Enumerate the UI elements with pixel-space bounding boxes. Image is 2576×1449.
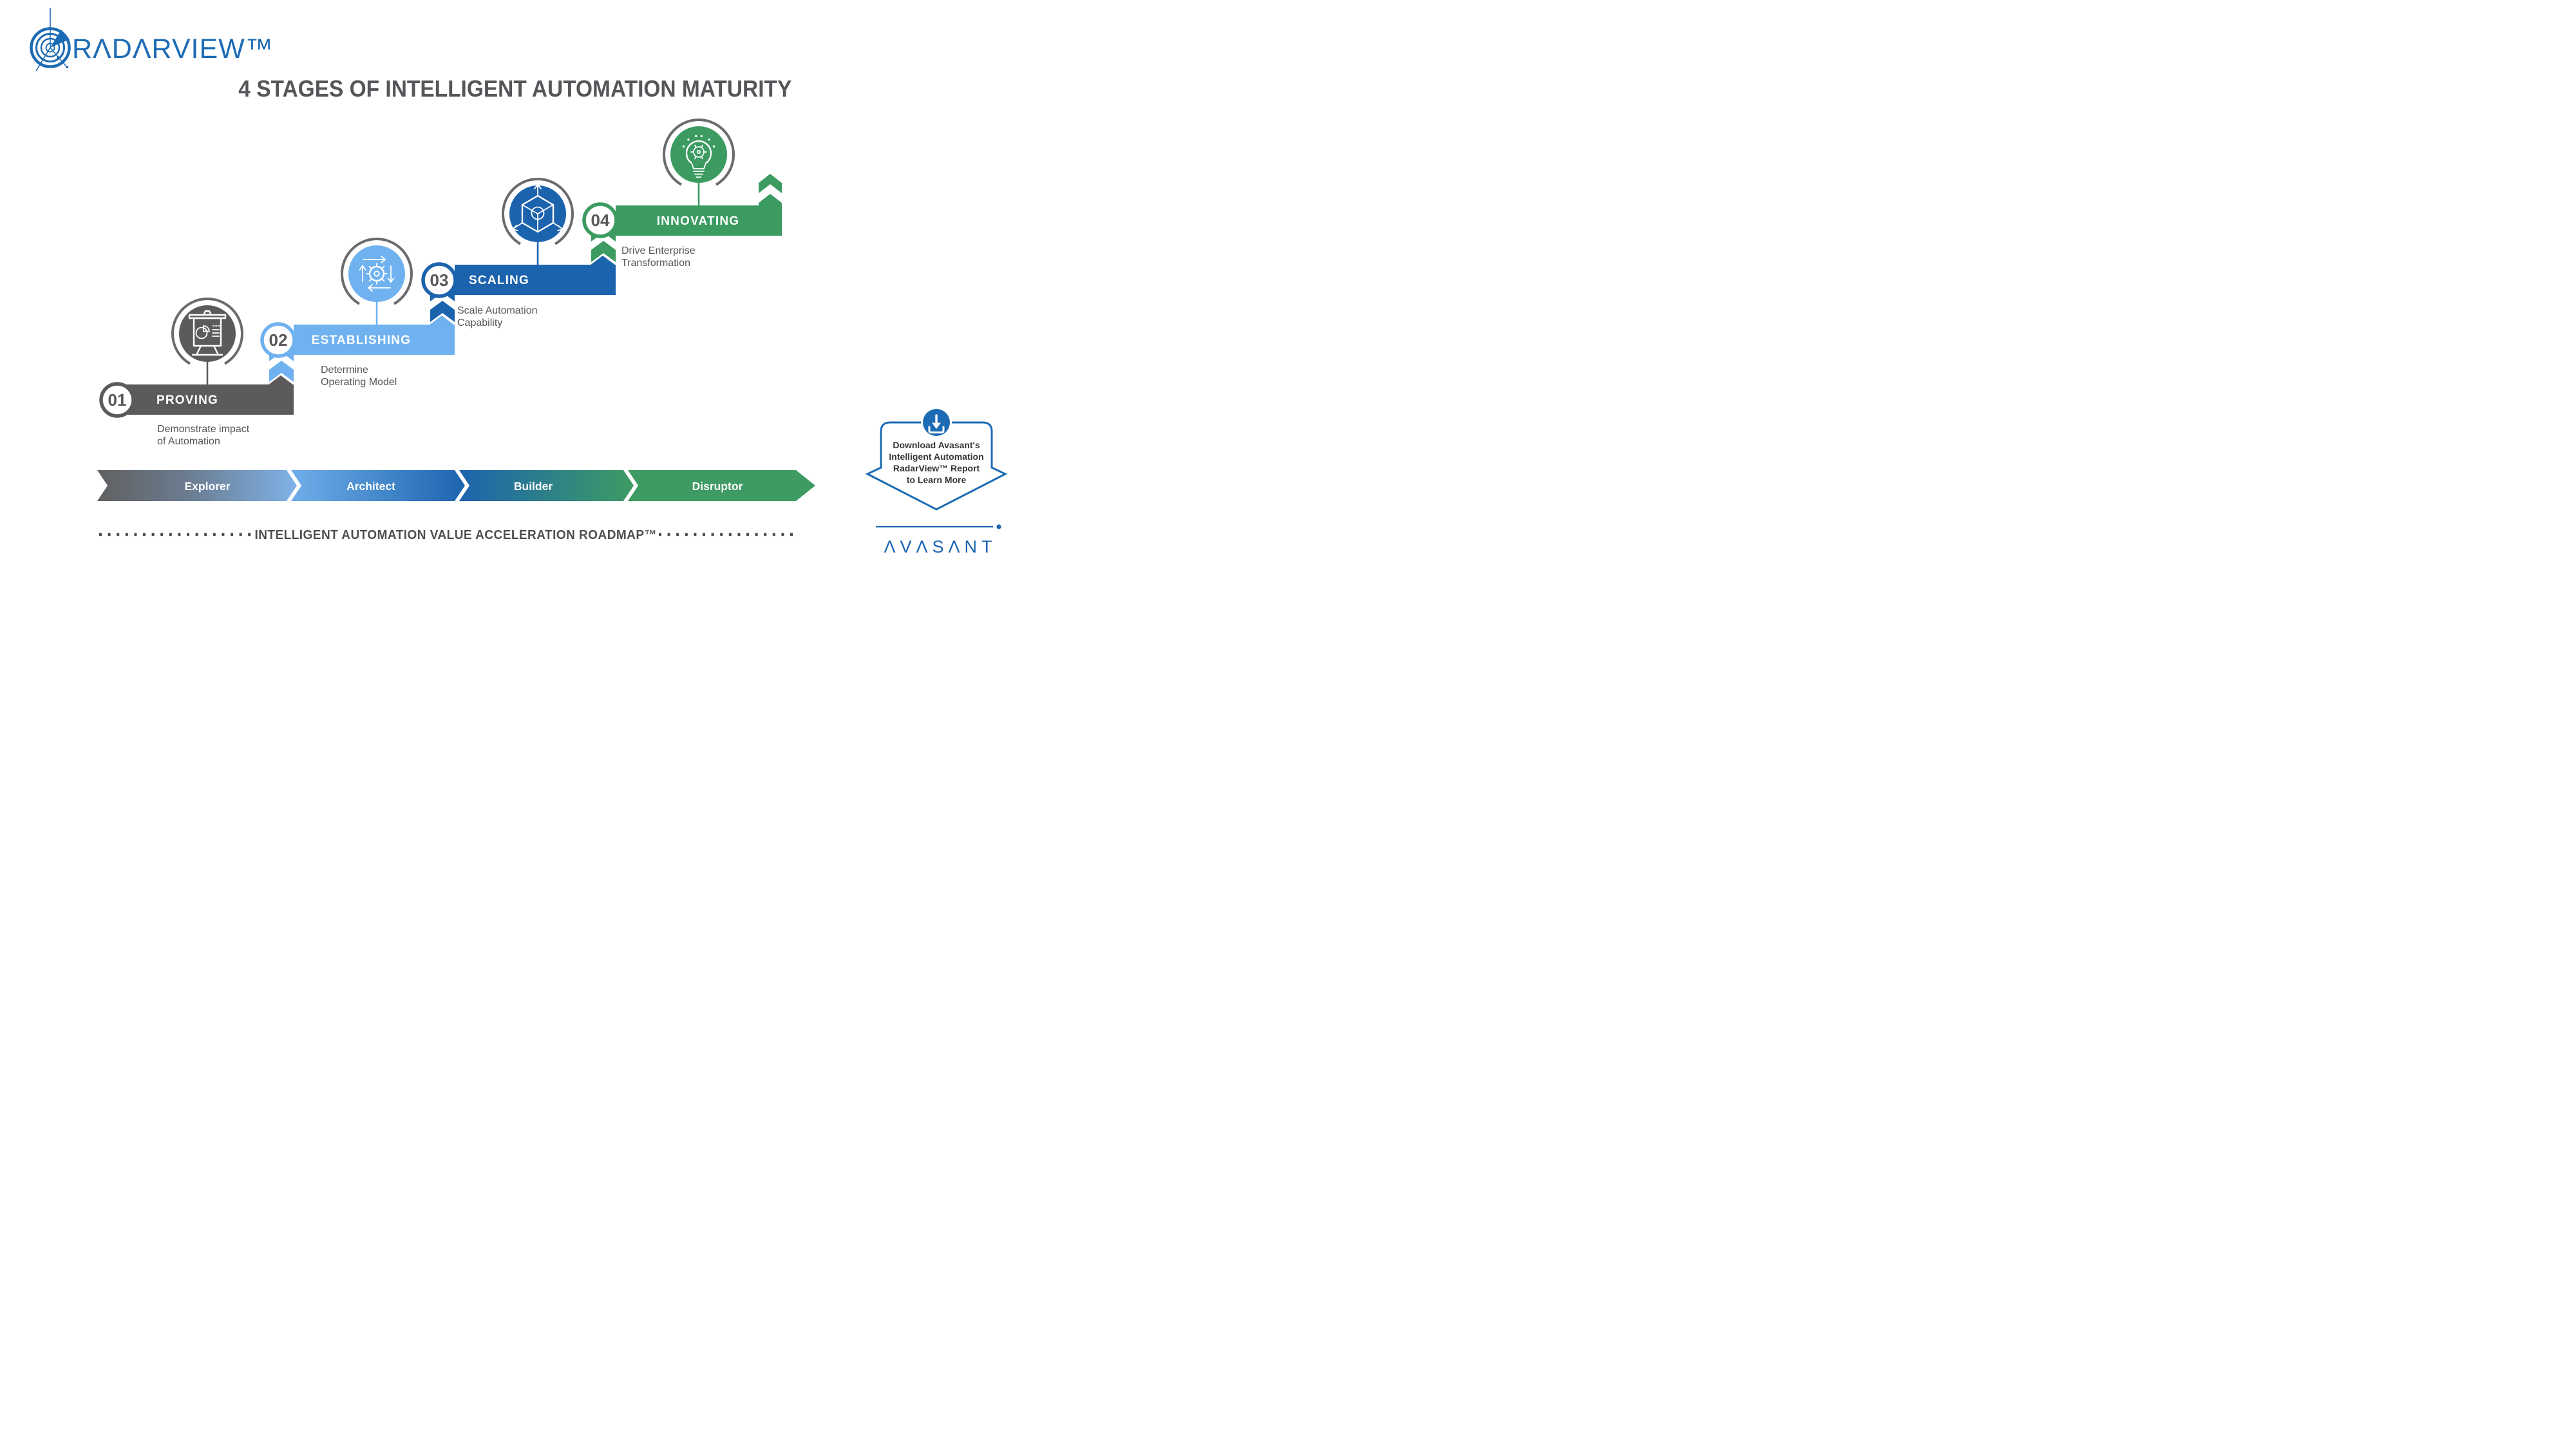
avasant-logo-text: ΛVΛSΛNT [884, 537, 996, 556]
download-icon [928, 414, 945, 433]
badge-outline [865, 421, 1008, 511]
stage-1-proving: 01 PROVING Demonstrate impact of Automat… [99, 298, 294, 447]
stage-3-scaling: 03 SCALING Scale Automation Capability [421, 178, 616, 328]
badge-text-line1: Download Avasant's [893, 440, 980, 450]
stage-banner [294, 325, 455, 355]
stage-number-badge [260, 322, 296, 358]
radar-icon [30, 8, 71, 71]
stage-label: SCALING [469, 274, 529, 287]
stage-banner [455, 265, 616, 295]
stage-banner [117, 384, 294, 415]
stage-2-establishing: 02 ESTABLISHING Determine Operating Mode… [260, 238, 455, 388]
radarview-logo: RΛDΛRVIEW™ [30, 8, 274, 71]
infographic-canvas: RΛDΛRVIEW™ 4 STAGES OF INTELLIGENT AUTOM… [0, 0, 1030, 580]
badge-text-line3: RadarView™ Report [893, 463, 980, 473]
roadmap-segment-label: Explorer [185, 480, 231, 493]
stage-banner-peak [429, 316, 455, 325]
stage-number-badge [99, 382, 135, 418]
presentation-chart-icon [188, 310, 227, 356]
roadmap-segment-disruptor [628, 470, 815, 501]
ascent-chevron-upper [759, 174, 782, 193]
stage-banner [616, 205, 782, 236]
radarview-logo-text: RΛDΛRVIEW™ [72, 33, 274, 64]
roadmap-segment-architect [291, 470, 465, 501]
stage-number-badge [582, 202, 618, 238]
stage-number: 01 [108, 390, 127, 410]
lightbulb-gear-icon [682, 135, 715, 178]
stage-4-innovating: 04 INNOVATING Drive Enterprise Transform… [582, 118, 782, 269]
stage-number: 02 [269, 330, 288, 350]
stage-description-line1: Determine [321, 365, 368, 375]
stage-label: PROVING [156, 393, 218, 407]
roadmap-arrow-band: Explorer Architect Builder Disruptor [97, 470, 815, 501]
maturity-infographic: RΛDΛRVIEW™ 4 STAGES OF INTELLIGENT AUTOM… [30, 8, 1008, 556]
stage-label: INNOVATING [657, 214, 739, 228]
stage-description-line1: Demonstrate impact [157, 424, 250, 435]
stage-description-line1: Scale Automation [457, 305, 538, 316]
icon-ring [663, 118, 735, 186]
stage-banner-peak [758, 197, 782, 206]
stage-number: 04 [591, 211, 610, 230]
stage-banner-peak [268, 375, 294, 385]
stage-number: 03 [430, 270, 449, 290]
stage-description-line2: of Automation [157, 436, 220, 447]
gear-cycle-icon [359, 256, 395, 292]
icon-ring [171, 298, 243, 365]
roadmap-segment-label: Architect [346, 480, 395, 493]
roadmap-segment-builder [459, 470, 634, 501]
roadmap-caption: INTELLIGENT AUTOMATION VALUE ACCELERATIO… [255, 528, 657, 543]
stage-description-line2: Capability [457, 317, 502, 328]
roadmap-segment-label: Disruptor [692, 480, 743, 493]
avasant-logo: ΛVΛSΛNT [876, 524, 1001, 556]
cube-network-icon [512, 184, 564, 233]
avasant-logo-dot [996, 524, 1001, 529]
roadmap-caption-row: INTELLIGENT AUTOMATION VALUE ACCELERATIO… [99, 528, 795, 543]
stage-banner-peak [590, 256, 616, 265]
badge-text-line2: Intelligent Automation [889, 451, 983, 462]
stage-label: ESTABLISHING [312, 334, 411, 347]
icon-disc [348, 245, 405, 302]
stage-description-line1: Drive Enterprise [621, 245, 696, 256]
icon-disc [670, 126, 727, 183]
icon-ring [341, 238, 413, 305]
stage-number-badge [421, 262, 457, 298]
stage-description-line2: Transformation [621, 258, 690, 269]
badge-text-line4: to Learn More [907, 475, 967, 485]
stage-description-line2: Operating Model [321, 377, 397, 388]
roadmap-segment-label: Builder [514, 480, 553, 493]
download-report-badge[interactable]: Download Avasant's Intelligent Automatio… [865, 409, 1008, 511]
page-title: 4 STAGES OF INTELLIGENT AUTOMATION MATUR… [238, 77, 791, 102]
roadmap-segment-explorer [97, 470, 297, 501]
icon-ring [502, 178, 574, 245]
